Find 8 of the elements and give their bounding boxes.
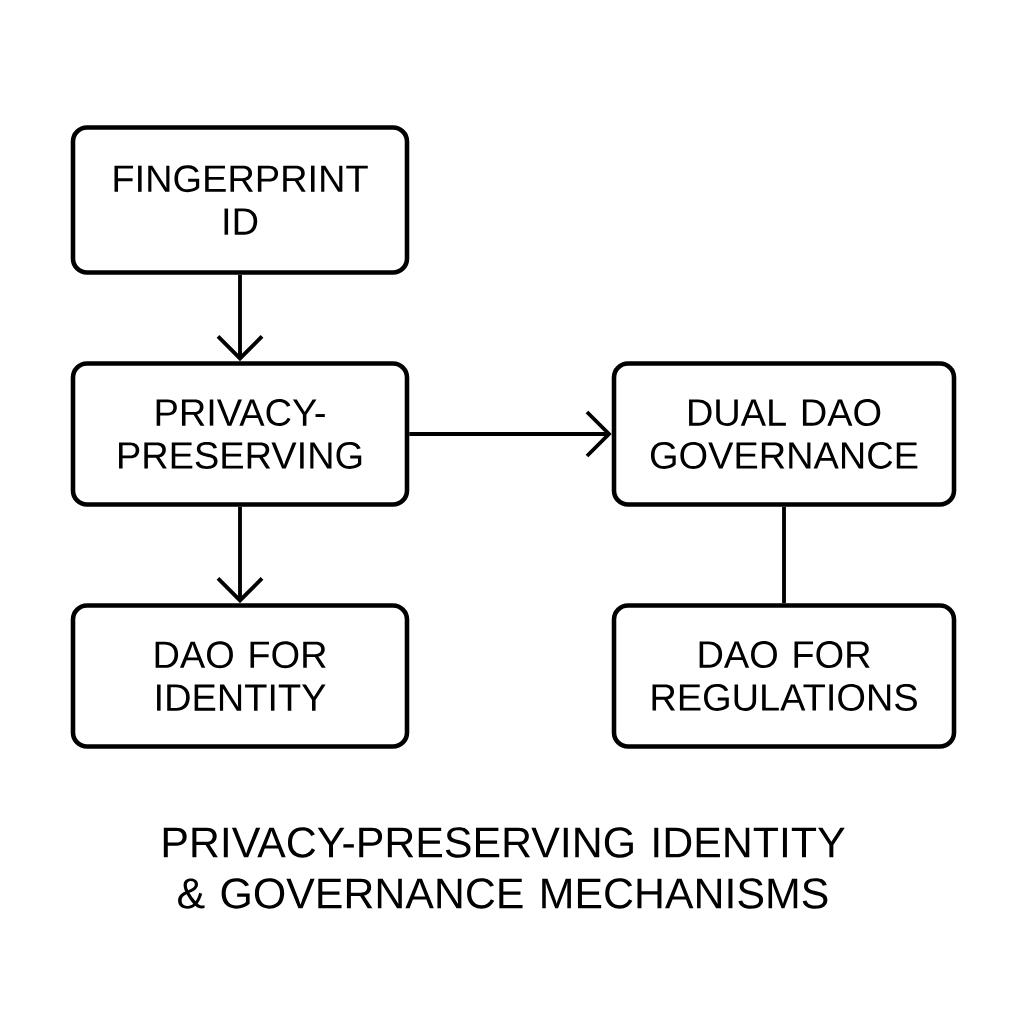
arrow xyxy=(409,410,612,458)
process-box: DAO FOR REGULATIONS xyxy=(611,603,957,749)
process-box: FINGERPRINT ID xyxy=(70,125,410,275)
process-box: PRIVACY- PRESERVING xyxy=(70,361,410,507)
caption: PRIVACY-PRESERVING IDENTITY & GOVERNANCE MECHANISMS xyxy=(163,827,845,909)
process-box: DUAL DAO GOVERNANCE xyxy=(611,361,957,507)
arrow xyxy=(216,506,264,604)
process-box: DAO FOR IDENTITY xyxy=(70,603,410,749)
